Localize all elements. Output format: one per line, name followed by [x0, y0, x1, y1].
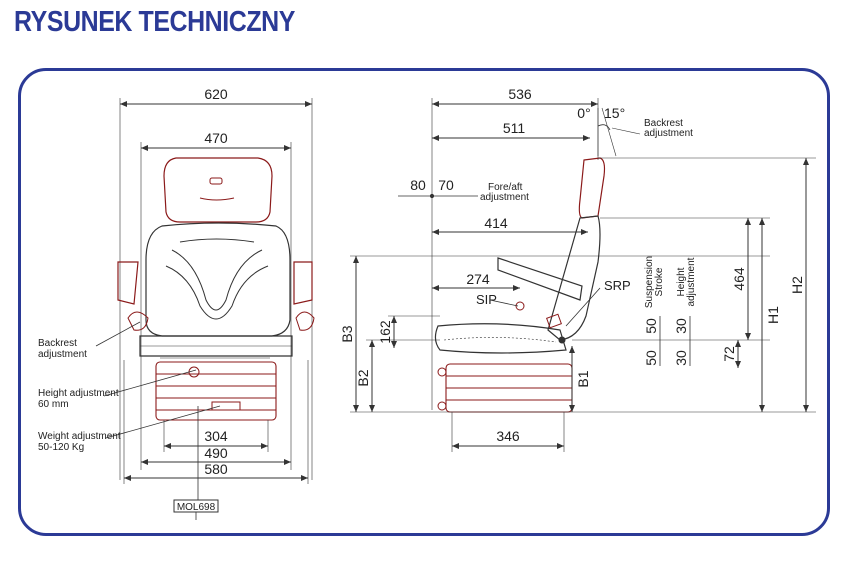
front-view	[95, 98, 315, 520]
dim-511: 511	[503, 120, 526, 136]
side-note-backrest-1: Backrest	[644, 118, 683, 129]
side-headrest	[578, 157, 606, 219]
armrest-right	[293, 261, 313, 305]
side-leader-lines	[489, 287, 601, 327]
dim-304: 304	[204, 428, 228, 444]
dim-464: 464	[731, 267, 747, 291]
label-h1: H1	[765, 306, 781, 324]
side-view	[350, 98, 816, 452]
angle-0: 0°	[577, 105, 590, 121]
side-view-labels: 536 511 0° 15° Backrest adjustment 80 70…	[339, 86, 805, 444]
label-b1: B1	[575, 370, 591, 387]
dim-72: 72	[721, 346, 737, 362]
note-height-adj-1: Height	[676, 267, 687, 296]
note-suspension-2: Stroke	[654, 267, 665, 296]
label-b2: B2	[355, 369, 371, 386]
drawing-frame	[18, 68, 830, 536]
note-suspension-1: Suspension	[644, 256, 655, 308]
label-h2: H2	[789, 276, 805, 294]
side-note-backrest-2: adjustment	[644, 128, 693, 139]
suspension-bellows	[155, 361, 277, 421]
note-height-adj-2: adjustment	[686, 257, 697, 306]
side-backrest	[547, 215, 601, 341]
dim-274: 274	[466, 271, 490, 287]
dim-346: 346	[496, 428, 520, 444]
label-b3: B3	[339, 325, 355, 342]
height-30-top: 30	[673, 318, 689, 334]
model-code: MOL698	[177, 502, 216, 513]
page-title: RYSUNEK TECHNICZNY	[14, 6, 295, 38]
label-srp: SRP	[604, 278, 631, 293]
note-height-1: Height adjustment	[38, 388, 119, 399]
dim-490: 490	[204, 445, 228, 461]
armrest-left	[117, 261, 139, 305]
dim-414: 414	[484, 215, 508, 231]
headrest-shape	[163, 157, 273, 223]
dim-536: 536	[508, 86, 532, 102]
dim-162: 162	[377, 320, 393, 344]
dim-470: 470	[204, 130, 228, 146]
side-cushion	[434, 323, 567, 354]
front-view-labels: 620 470 304 490 580 Backrest adjustment …	[38, 86, 228, 513]
dim-620: 620	[204, 86, 228, 102]
susp-50-bottom: 50	[643, 350, 659, 366]
note-weight-1: Weight adjustment	[38, 431, 121, 442]
note-weight-2: 50-120 Kg	[38, 442, 84, 453]
note-backrest-1: Backrest	[38, 338, 77, 349]
height-30-bottom: 30	[673, 350, 689, 366]
note-fore-aft-1: Fore/aft	[488, 182, 523, 193]
label-sip: SIP	[476, 292, 497, 307]
note-backrest-2: adjustment	[38, 349, 87, 360]
dim-70: 70	[438, 177, 454, 193]
note-height-2: 60 mm	[38, 399, 69, 410]
backrest-shape	[145, 222, 291, 337]
note-fore-aft-2: adjustment	[480, 192, 529, 203]
side-suspension	[445, 363, 573, 413]
angle-15: 15°	[604, 105, 625, 121]
dim-80: 80	[410, 177, 426, 193]
dim-580: 580	[204, 461, 228, 477]
side-armrest	[497, 257, 583, 301]
susp-50-top: 50	[643, 318, 659, 334]
